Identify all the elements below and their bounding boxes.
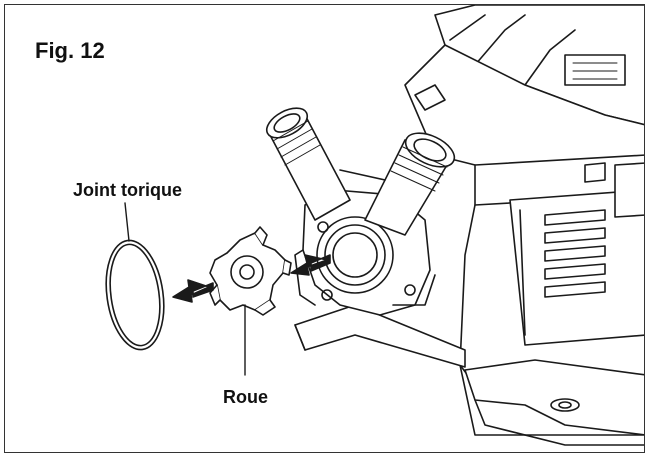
impeller-label: Roue: [223, 387, 268, 407]
figure-number: Fig. 12: [35, 38, 105, 63]
figure-frame: Fig. 12 Joint torique Roue: [4, 4, 645, 453]
pump-exploded-view-drawing: [105, 5, 644, 446]
leader-lines: [124, 202, 246, 376]
threaded-ports: [265, 107, 456, 236]
arrow-to-oring: [172, 279, 214, 303]
o-ring-label: Joint torique: [73, 180, 182, 200]
removal-arrows: [172, 254, 331, 303]
arrow-to-impeller: [290, 254, 331, 276]
o-ring-part: [105, 239, 165, 351]
impeller-part: [209, 226, 292, 316]
pump-body: [294, 5, 644, 446]
